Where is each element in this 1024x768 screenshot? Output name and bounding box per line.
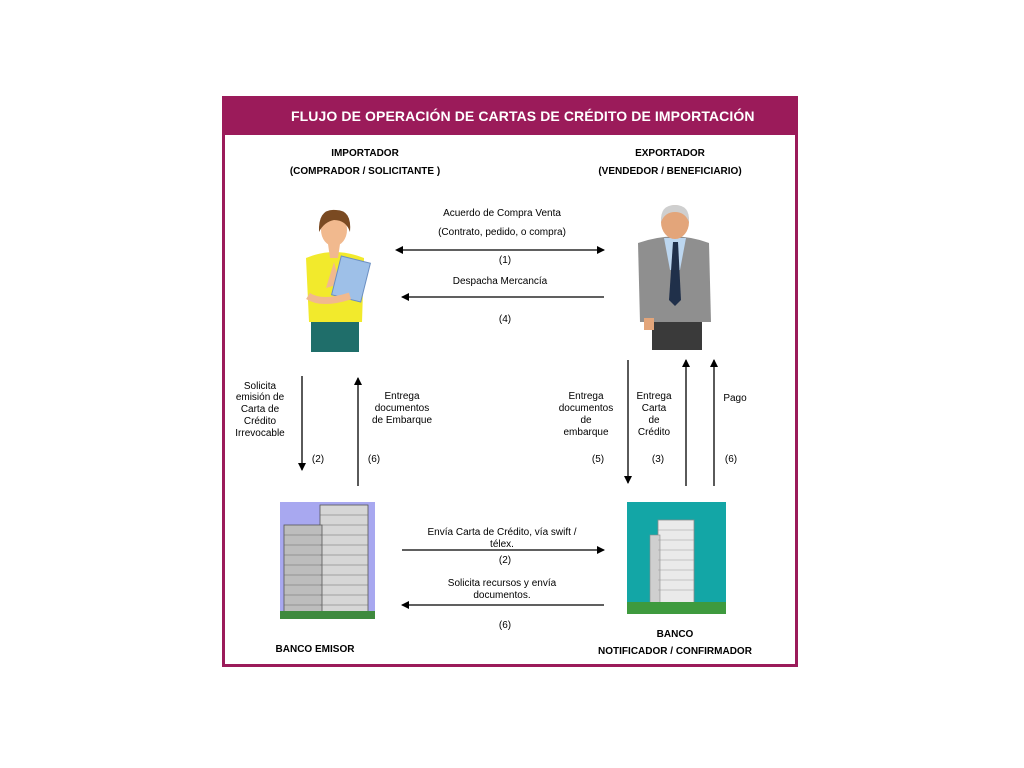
request-lc-line4: Crédito [243,416,277,427]
payment-label: Pago [723,393,747,404]
request-lc-line3: Carta de [240,404,280,415]
deliver-docs-bank-line2: documentos [558,403,614,414]
request-lc-line2: emisión de [235,392,285,403]
deliver-lc-step: (3) [651,454,665,465]
deliver-docs-bank-line3: de [580,415,592,426]
title-bar: FLUJO DE OPERACIÓN DE CARTAS DE CRÉDITO … [225,99,795,135]
request-lc-step: (2) [311,454,325,465]
advising-bank-illustration [627,502,726,614]
deliver-lc-line4: Crédito [637,427,671,438]
deliver-docs-bank-line1: Entrega [568,391,604,402]
payment-step: (6) [724,454,738,465]
diagram-title: FLUJO DE OPERACIÓN DE CARTAS DE CRÉDITO … [291,108,755,124]
agreement-step: (1) [498,255,512,266]
agreement-label-line1: Acuerdo de Compra Venta [443,208,561,219]
send-lc-line1: Envía Carta de Crédito, vía swift / [427,527,577,538]
advising-bank-name: BANCO [656,629,694,640]
request-lc-line5: Irrevocable [235,428,285,439]
deliver-lc-line1: Entrega [636,391,672,402]
importer-woman-illustration [306,209,371,352]
send-lc-step: (2) [498,555,512,566]
request-lc-line1: Solicita [243,381,277,392]
deliver-docs-importer-line2: documentos [374,403,430,414]
importer-role: (COMPRADOR / SOLICITANTE ) [289,166,441,177]
deliver-lc-line2: Carta [641,403,667,414]
request-funds-step: (6) [498,620,512,631]
send-lc-line2: télex. [490,539,514,550]
shipment-step: (4) [498,314,512,325]
deliver-docs-importer-step: (6) [367,454,381,465]
exporter-role: (VENDEDOR / BENEFICIARIO) [598,166,742,177]
agreement-label-line2: (Contrato, pedido, o compra) [438,227,566,238]
deliver-docs-bank-step: (5) [591,454,605,465]
deliver-docs-importer-line3: de Embarque [371,415,433,426]
exporter-man-illustration [638,205,711,350]
request-funds-line2: documentos. [473,590,531,601]
deliver-lc-line3: de [648,415,660,426]
issuing-bank-illustration [280,502,375,619]
importer-name: IMPORTADOR [331,148,399,159]
advising-bank-role: NOTIFICADOR / CONFIRMADOR [598,646,752,657]
deliver-docs-bank-line4: embarque [563,427,609,438]
exporter-name: EXPORTADOR [635,148,705,159]
request-funds-line1: Solicita recursos y envía [447,578,557,589]
issuing-bank-name: BANCO EMISOR [275,644,355,655]
shipment-label: Despacha Mercancía [452,276,548,287]
deliver-docs-importer-line1: Entrega [384,391,420,402]
